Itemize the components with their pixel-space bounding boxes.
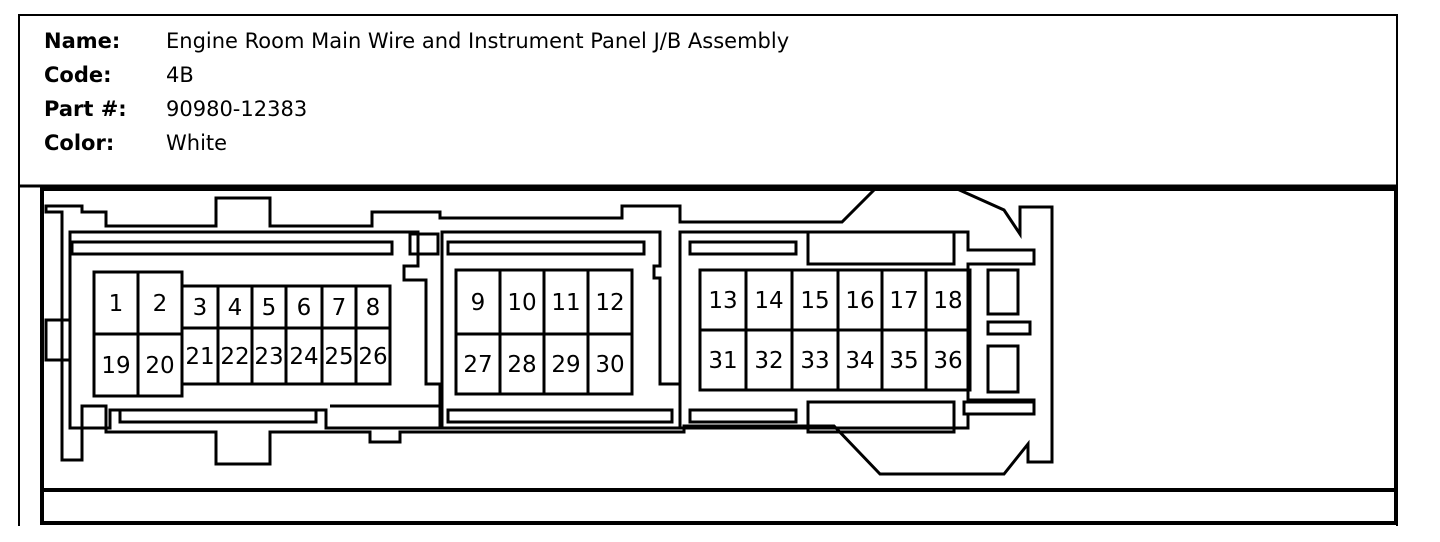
side-slot bbox=[986, 320, 1032, 336]
slot-bar bbox=[688, 240, 798, 256]
slot-bar bbox=[446, 240, 646, 256]
pin-label-16: 16 bbox=[845, 288, 874, 314]
pin-label-31: 31 bbox=[708, 348, 737, 374]
code-value: 4B bbox=[166, 63, 194, 87]
left-latch-tab bbox=[44, 318, 72, 362]
pin-label-25: 25 bbox=[324, 344, 353, 370]
pin-label-9: 9 bbox=[471, 290, 486, 316]
pin-label-23: 23 bbox=[254, 344, 283, 370]
pin-label-26: 26 bbox=[358, 344, 387, 370]
pin-label-14: 14 bbox=[754, 288, 783, 314]
part-value: 90980-12383 bbox=[166, 97, 308, 121]
slot-bar bbox=[70, 240, 394, 256]
pin-label-15: 15 bbox=[800, 288, 829, 314]
slot-bar bbox=[688, 408, 798, 424]
pin-label-28: 28 bbox=[507, 352, 536, 378]
pin-label-27: 27 bbox=[463, 352, 492, 378]
pin-label-12: 12 bbox=[595, 290, 624, 316]
pin-label-6: 6 bbox=[297, 295, 312, 321]
side-slot bbox=[986, 268, 1020, 316]
name-label: Name: bbox=[44, 29, 121, 53]
slot-block bbox=[806, 230, 956, 266]
pin-label-19: 19 bbox=[101, 353, 130, 379]
slot-bar bbox=[118, 408, 318, 424]
pin-label-10: 10 bbox=[507, 290, 536, 316]
pin-cavity-36 bbox=[924, 328, 972, 392]
pin-label-22: 22 bbox=[220, 344, 249, 370]
pin-label-30: 30 bbox=[595, 352, 624, 378]
pin-cavity-30 bbox=[586, 332, 634, 396]
pin-label-11: 11 bbox=[551, 290, 580, 316]
connector-body-outline bbox=[44, 186, 1054, 476]
side-slot bbox=[986, 344, 1020, 394]
pin-label-2: 2 bbox=[153, 291, 168, 317]
pin-label-18: 18 bbox=[933, 288, 962, 314]
connector-right-outline bbox=[678, 230, 1036, 430]
pin-label-4: 4 bbox=[228, 295, 243, 321]
pin-label-33: 33 bbox=[800, 348, 829, 374]
pin-label-3: 3 bbox=[193, 295, 208, 321]
color-label: Color: bbox=[44, 131, 115, 155]
code-label: Code: bbox=[44, 63, 112, 87]
slot-key bbox=[408, 232, 440, 256]
pin-label-29: 29 bbox=[551, 352, 580, 378]
connector-inner-outline bbox=[68, 230, 442, 430]
pin-label-7: 7 bbox=[332, 295, 347, 321]
color-value: White bbox=[166, 131, 228, 155]
pin-cavity-26 bbox=[354, 326, 392, 386]
connector-middle-outline bbox=[440, 230, 682, 430]
pin-label-13: 13 bbox=[708, 288, 737, 314]
pin-label-24: 24 bbox=[289, 344, 318, 370]
pin-label-17: 17 bbox=[889, 288, 918, 314]
part-label: Part #: bbox=[44, 97, 127, 121]
side-slot bbox=[962, 400, 1036, 416]
pin-label-35: 35 bbox=[889, 348, 918, 374]
pin-label-32: 32 bbox=[754, 348, 783, 374]
pin-label-34: 34 bbox=[845, 348, 874, 374]
name-value: Engine Room Main Wire and Instrument Pan… bbox=[166, 29, 790, 53]
connector-box bbox=[40, 187, 1398, 525]
slot-block bbox=[806, 400, 956, 434]
pin-label-21: 21 bbox=[185, 344, 214, 370]
slot-bar bbox=[446, 408, 674, 424]
pin-label-5: 5 bbox=[262, 295, 277, 321]
pin-label-20: 20 bbox=[145, 353, 174, 379]
pin-label-36: 36 bbox=[933, 348, 962, 374]
pin-label-1: 1 bbox=[109, 291, 124, 317]
pin-label-8: 8 bbox=[366, 295, 381, 321]
